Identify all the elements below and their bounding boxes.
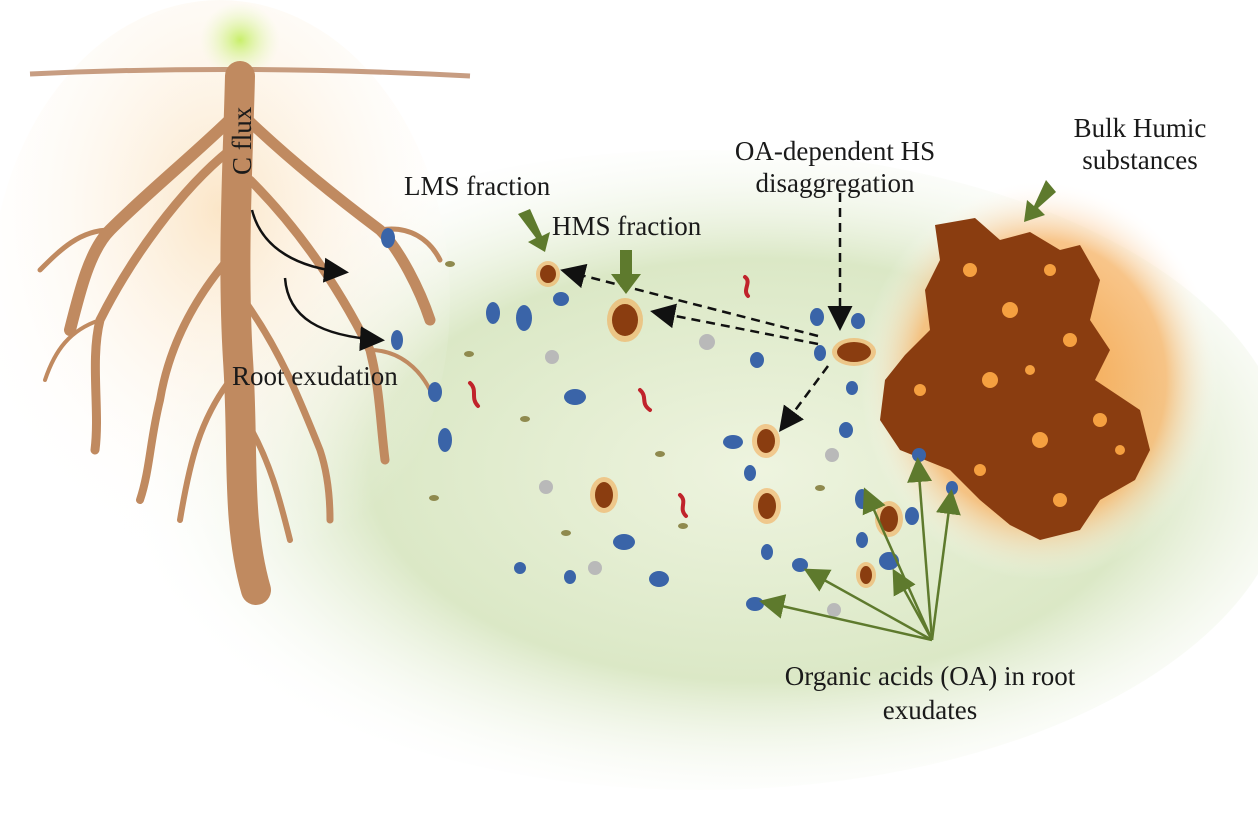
organic-acid-arrows [759, 457, 961, 642]
c-flux-arrow-2 [283, 277, 385, 352]
hms-fraction-label: HMS fraction [552, 211, 702, 241]
organic-acids-label-line2: exudates [882, 695, 978, 725]
disaggregation-arrows [560, 193, 853, 433]
lms-fraction-label: LMS fraction [404, 171, 551, 201]
oa-dependent-label-line2: disaggregation [755, 168, 915, 198]
root-exudation-label: Root exudation [232, 361, 398, 391]
bulk-humic-label-line2: substances [1082, 145, 1198, 175]
bulk-humic-substances [880, 218, 1150, 540]
organic-acids-label-line1: Organic acids (OA) in root [784, 661, 1076, 691]
sprout-icon [200, 2, 280, 78]
red-microbes [468, 275, 750, 518]
oa-dependent-label-line1: OA-dependent HS [734, 136, 936, 166]
c-flux-label: C flux [227, 106, 257, 175]
root-icon [37, 61, 443, 605]
grey-particles [539, 334, 841, 617]
c-flux-arrow-1 [250, 209, 349, 283]
bulk-humic-label-line1: Bulk Humic [1073, 113, 1207, 143]
fraction-pointer-arrows [518, 180, 1056, 294]
olive-dots [429, 261, 825, 536]
